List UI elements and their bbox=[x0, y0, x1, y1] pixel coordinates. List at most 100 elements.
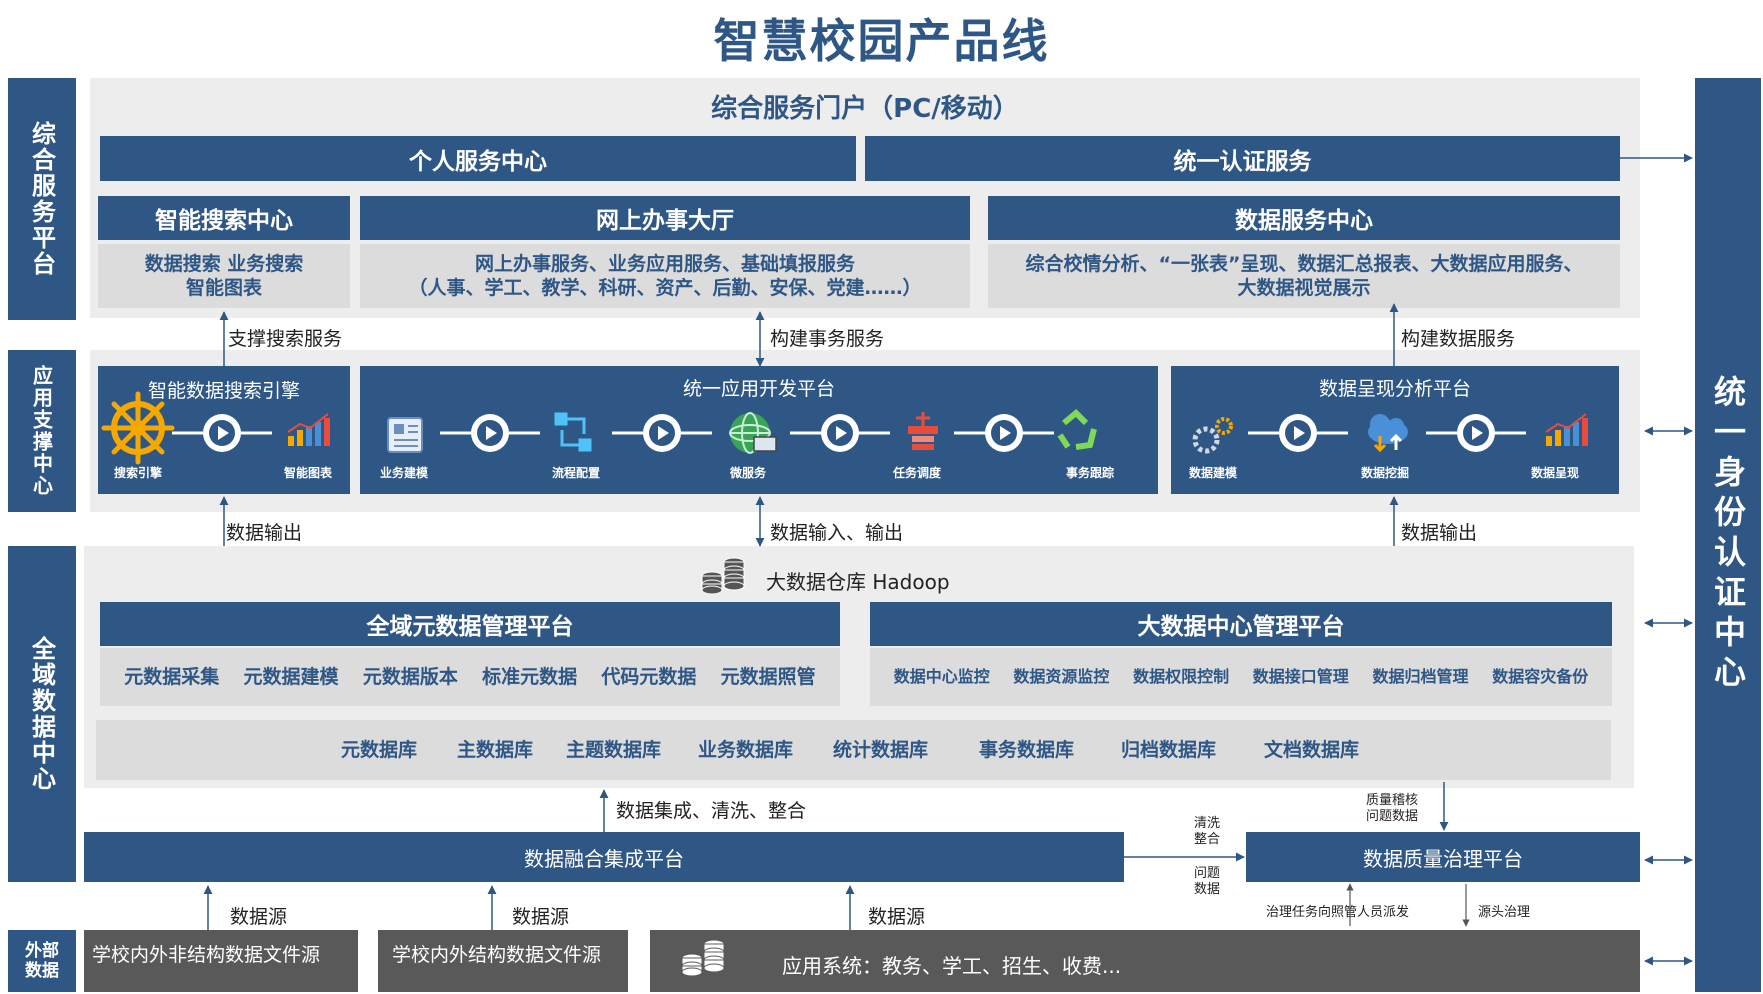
analytics-flow-play-icon-2 bbox=[1457, 414, 1495, 452]
db-item: 统计数据库 bbox=[833, 739, 929, 761]
clean-merge-note: 清洗 整合 bbox=[1194, 816, 1220, 848]
online-hall-body: 网上办事服务、业务应用服务、基础填报服务 （人事、学工、教学、科研、资产、后勤、… bbox=[360, 244, 970, 308]
external-source-structured: 学校内外结构数据文件源 bbox=[378, 930, 628, 992]
tx-tracking-icon bbox=[1057, 408, 1097, 450]
app-flow-play-icon-3 bbox=[821, 414, 859, 452]
left-label-app-support: 应用支撑中心 bbox=[8, 350, 76, 512]
search-engine-title: 智能数据搜索引擎 bbox=[147, 380, 300, 402]
quality-check-line2: 问题数据 bbox=[1366, 809, 1419, 824]
app-systems-text: 应用系统：教务、学工、招生、收费... bbox=[782, 954, 1122, 978]
database-row: 元数据库 主数据库 主题数据库 业务数据库 统计数据库 事务数据库 归档数据库 … bbox=[96, 720, 1611, 780]
data-service-line2: 大数据视觉展示 bbox=[1237, 277, 1371, 299]
tx-tracking-label: 事务跟踪 bbox=[1066, 466, 1115, 480]
bigdata-platform-body: 数据中心监控 数据资源监控 数据权限控制 数据接口管理 数据归档管理 数据容灾备… bbox=[870, 648, 1612, 706]
bigdata-item: 数据权限控制 bbox=[1133, 667, 1230, 686]
flow-config-icon bbox=[554, 412, 592, 452]
clean-merge-line1: 清洗 bbox=[1194, 816, 1221, 831]
right-connector-arrows bbox=[1620, 153, 1693, 966]
search-engine-item-label: 搜索引擎 bbox=[114, 466, 163, 480]
quality-check-line1: 质量稽核 bbox=[1366, 793, 1419, 808]
dispatch-note: 治理任务向照管人员派发 bbox=[1266, 905, 1410, 920]
data-source-label-1: 数据源 bbox=[230, 906, 288, 928]
warehouse-label: 大数据仓库 Hadoop bbox=[766, 570, 950, 594]
fusion-platform: 数据融合集成平台 bbox=[84, 832, 1124, 882]
bigdata-item: 数据接口管理 bbox=[1252, 667, 1349, 686]
db-item: 主题数据库 bbox=[566, 739, 662, 761]
online-hall-header: 网上办事大厅 bbox=[360, 196, 970, 240]
app-dev-title: 统一应用开发平台 bbox=[682, 378, 835, 400]
db-item: 归档数据库 bbox=[1121, 739, 1217, 761]
bigdata-item: 数据资源监控 bbox=[1013, 667, 1110, 686]
helm-icon bbox=[101, 391, 175, 465]
clean-merge-line2: 整合 bbox=[1194, 832, 1221, 847]
meta-item: 标准元数据 bbox=[482, 666, 578, 688]
app-flow-play-icon-4 bbox=[985, 414, 1023, 452]
label-data-output-1: 数据输出 bbox=[226, 522, 303, 544]
external-source-unstructured: 学校内外非结构数据文件源 bbox=[84, 930, 358, 992]
external-source-app-systems: 应用系统：教务、学工、招生、收费... bbox=[650, 930, 1640, 992]
online-hall-line1: 网上办事服务、业务应用服务、基础填报服务 bbox=[474, 253, 855, 275]
db-item: 事务数据库 bbox=[979, 739, 1075, 761]
personal-center-header: 个人服务中心 bbox=[100, 136, 856, 181]
biz-modeling-icon bbox=[387, 417, 423, 453]
data-mining-icon bbox=[1368, 414, 1408, 453]
portal-title: 综合服务门户（PC/移动） bbox=[711, 93, 1019, 124]
quality-check-note: 质量稽核 问题数据 bbox=[1366, 793, 1418, 825]
integration-label: 数据集成、清洗、整合 bbox=[616, 800, 807, 822]
data-service-body: 综合校情分析、“一张表”呈现、数据汇总报表、大数据应用服务、 大数据视觉展示 bbox=[988, 244, 1620, 308]
left-label-service-platform: 综合服务平台 bbox=[8, 78, 76, 320]
problem-data-line2: 数据 bbox=[1194, 882, 1221, 897]
search-center-body: 数据搜索 业务搜索 智能图表 bbox=[98, 244, 350, 308]
data-mining-label: 数据挖掘 bbox=[1361, 466, 1410, 480]
data-present-label: 数据呈现 bbox=[1531, 466, 1580, 480]
page-title: 智慧校园产品线 bbox=[713, 14, 1050, 68]
data-modeling-icon bbox=[1192, 417, 1233, 454]
task-schedule-label: 任务调度 bbox=[893, 466, 942, 480]
db-item: 文档数据库 bbox=[1264, 739, 1360, 761]
db-item: 主数据库 bbox=[457, 739, 534, 761]
analytics-title: 数据呈现分析平台 bbox=[1318, 378, 1471, 400]
meta-item: 元数据采集 bbox=[124, 666, 220, 688]
data-source-label-3: 数据源 bbox=[868, 906, 926, 928]
bigdata-platform-header: 大数据中心管理平台 bbox=[870, 602, 1612, 646]
search-center-line2: 智能图表 bbox=[185, 277, 262, 299]
bigdata-item: 数据中心监控 bbox=[893, 667, 990, 686]
data-source-label-2: 数据源 bbox=[512, 906, 570, 928]
micro-service-label: 微服务 bbox=[730, 466, 767, 480]
source-gov-note: 源头治理 bbox=[1478, 905, 1531, 920]
meta-platform-header: 全域元数据管理平台 bbox=[100, 602, 840, 646]
app-flow-play-icon-1 bbox=[471, 414, 509, 452]
app-systems-db-icon bbox=[681, 939, 725, 977]
bigdata-item: 数据容灾备份 bbox=[1492, 667, 1589, 686]
search-flow-play-icon bbox=[203, 414, 241, 452]
right-label-identity: 统一身份认证中心 bbox=[1695, 78, 1761, 992]
problem-data-note: 问题 数据 bbox=[1194, 866, 1220, 898]
data-present-icon bbox=[1545, 413, 1588, 446]
data-service-line1: 综合校情分析、“一张表”呈现、数据汇总报表、大数据应用服务、 bbox=[1025, 253, 1583, 275]
meta-item: 元数据照管 bbox=[720, 666, 816, 688]
analytics-flow-play-icon-1 bbox=[1279, 414, 1317, 452]
app-flow-play-icon-2 bbox=[643, 414, 681, 452]
micro-service-icon bbox=[729, 412, 777, 454]
problem-data-line1: 问题 bbox=[1194, 866, 1221, 881]
search-center-line1: 数据搜索 业务搜索 bbox=[144, 253, 304, 275]
quality-platform: 数据质量治理平台 bbox=[1246, 832, 1640, 882]
task-schedule-icon bbox=[908, 412, 938, 450]
meta-item: 元数据版本 bbox=[362, 666, 458, 688]
flow-config-label: 流程配置 bbox=[552, 466, 601, 480]
gray-arrows bbox=[1346, 883, 1470, 927]
meta-item: 代码元数据 bbox=[601, 666, 697, 688]
smart-chart-item-label: 智能图表 bbox=[284, 466, 333, 480]
data-service-header: 数据服务中心 bbox=[988, 196, 1620, 240]
biz-modeling-label: 业务建模 bbox=[380, 466, 429, 480]
meta-item: 元数据建模 bbox=[243, 666, 339, 688]
label-data-output-2: 数据输出 bbox=[1401, 522, 1478, 544]
label-data-io: 数据输入、输出 bbox=[770, 522, 904, 544]
left-label-external: 外部数据 bbox=[8, 930, 76, 992]
label-build-affairs: 构建事务服务 bbox=[770, 328, 885, 350]
online-hall-line2: （人事、学工、教学、科研、资产、后勤、安保、党建……） bbox=[408, 277, 922, 299]
left-label-data-center: 全域数据中心 bbox=[8, 546, 76, 882]
db-item: 元数据库 bbox=[341, 739, 418, 761]
label-support-search: 支撑搜索服务 bbox=[228, 328, 343, 350]
